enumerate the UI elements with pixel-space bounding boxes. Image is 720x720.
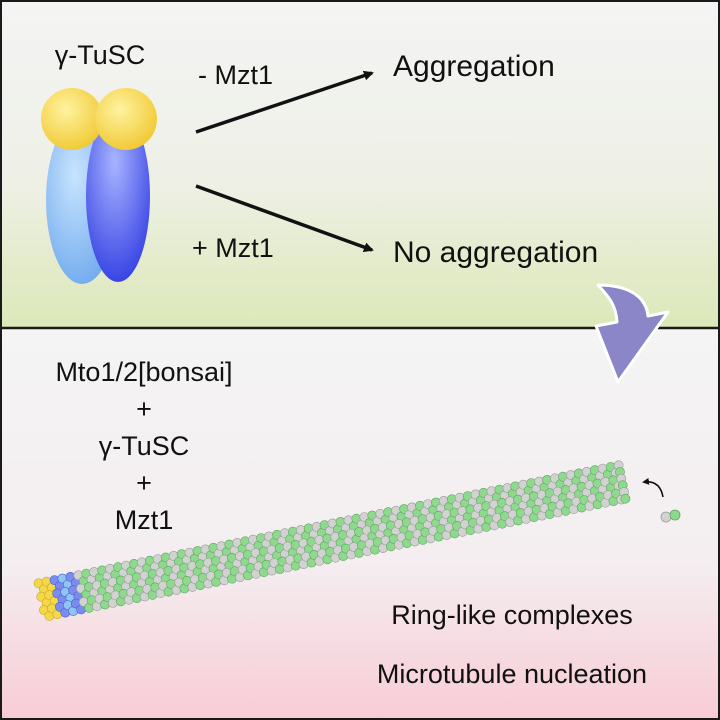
component-plus-2: + bbox=[136, 468, 152, 498]
component-mto-label: Mto1/2[bonsai] bbox=[55, 357, 232, 387]
result-ring-like-label: Ring-like complexes bbox=[391, 600, 633, 630]
incorporation-arrow bbox=[642, 477, 664, 498]
gamma-tubulin-left bbox=[41, 88, 103, 150]
plus-mzt1-label: + Mzt1 bbox=[192, 233, 274, 263]
component-plus-1: + bbox=[136, 394, 152, 424]
no-aggregation-label: No aggregation bbox=[393, 236, 598, 269]
arrow-to-no-aggregation bbox=[195, 184, 374, 252]
component-mzt1-label: Mzt1 bbox=[115, 505, 174, 535]
arrow-to-aggregation bbox=[195, 70, 374, 134]
aggregation-label: Aggregation bbox=[393, 50, 555, 83]
gamma-tusc-illustration bbox=[41, 88, 157, 284]
gamma-tubulin-right bbox=[95, 88, 157, 150]
transition-arrow bbox=[594, 283, 670, 384]
free-tubulin-dimer bbox=[660, 509, 681, 523]
free-tubulin-alpha bbox=[660, 511, 672, 523]
result-nucleation-label: Microtubule nucleation bbox=[377, 659, 647, 689]
microtubule-illustration bbox=[33, 460, 631, 621]
minus-mzt1-label: - Mzt1 bbox=[198, 60, 273, 90]
component-gamma-tusc-label: γ-TuSC bbox=[99, 431, 190, 461]
beta-tubulin bbox=[620, 493, 631, 504]
gcp3-subunit bbox=[86, 110, 150, 282]
complex-label: γ-TuSC bbox=[55, 40, 146, 70]
free-tubulin-beta bbox=[669, 509, 681, 521]
